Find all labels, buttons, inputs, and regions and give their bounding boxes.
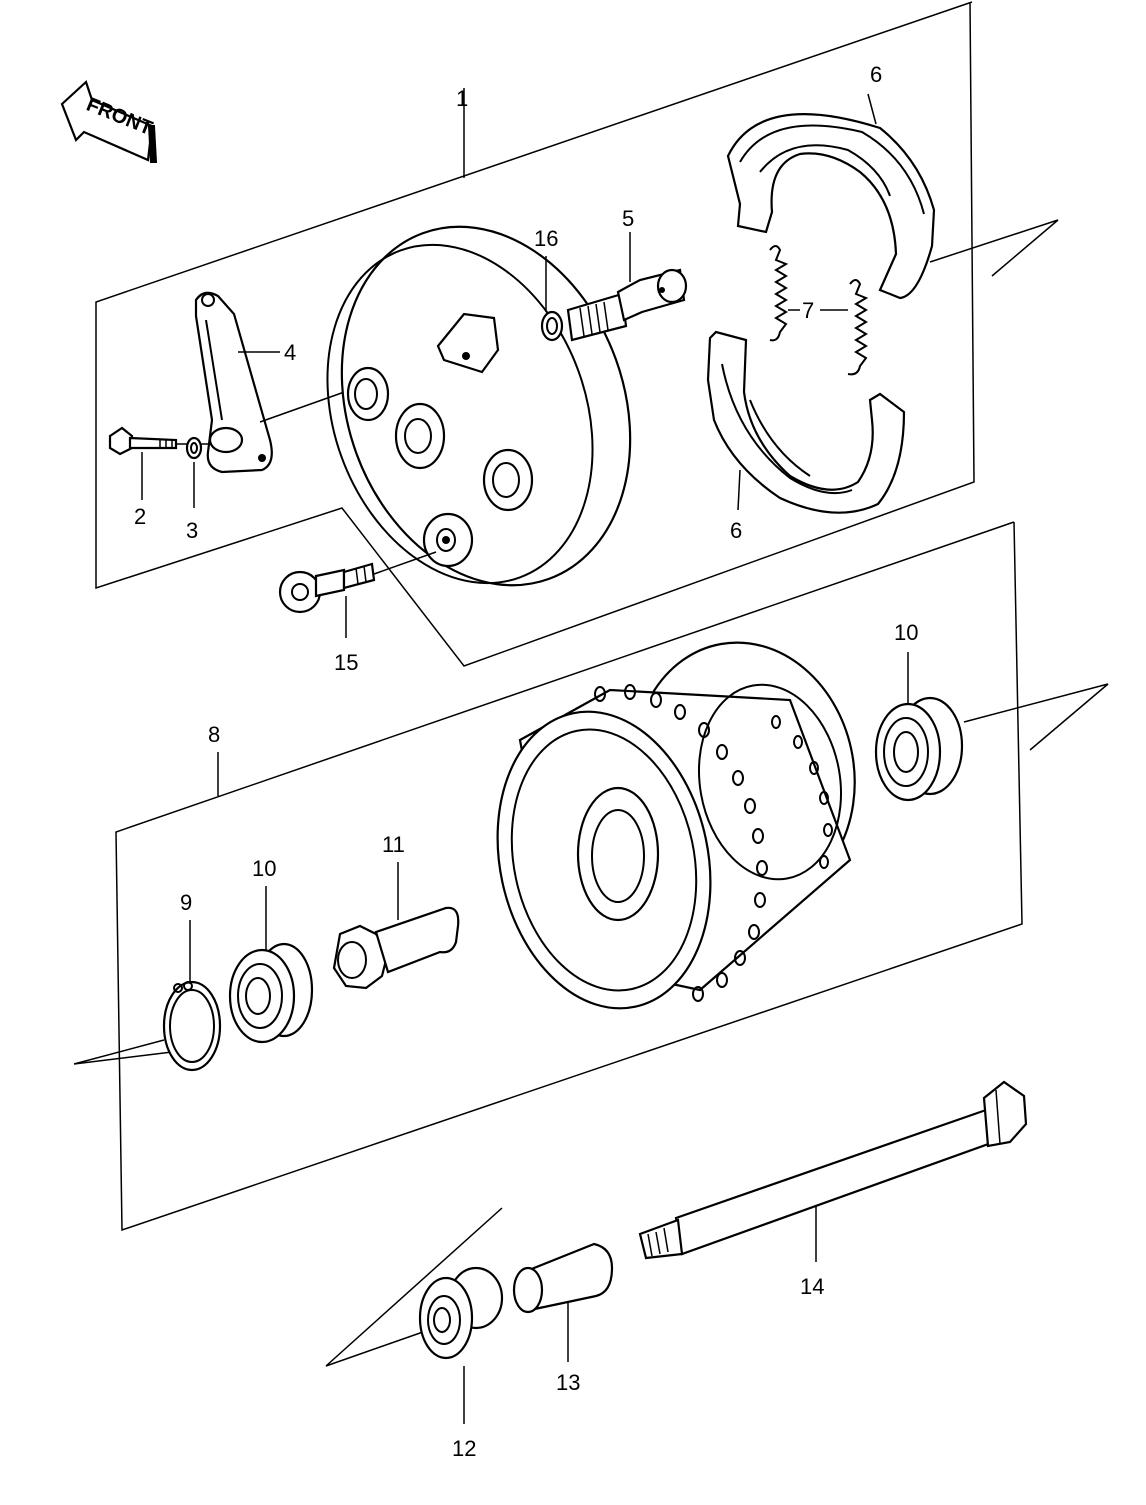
callout-11: 11 xyxy=(382,832,405,857)
axle-spacer-leader xyxy=(325,1207,503,1367)
wheel-axle xyxy=(638,1080,1028,1262)
callout-9: 9 xyxy=(180,890,192,915)
shoe-springs xyxy=(769,245,869,376)
callout-5: 5 xyxy=(622,206,634,231)
circlip xyxy=(162,920,222,1072)
bearing-right xyxy=(874,652,964,802)
front-arrow: FRONT xyxy=(60,80,158,163)
lever-washer xyxy=(185,436,203,508)
callout-labels: 1 2 3 4 5 6 6 7 8 9 10 10 11 12 13 14 15… xyxy=(134,62,918,1461)
cam-o-ring xyxy=(540,256,564,342)
panel-bolt xyxy=(278,551,437,638)
brake-cam xyxy=(566,232,688,342)
callout-12: 12 xyxy=(452,1436,476,1461)
callout-7: 7 xyxy=(802,298,814,323)
callout-16: 16 xyxy=(534,226,558,251)
callout-14: 14 xyxy=(800,1274,824,1299)
callout-8: 8 xyxy=(208,722,220,747)
callout-1: 1 xyxy=(456,86,468,111)
callout-6-lower: 6 xyxy=(730,518,742,543)
assembly-8-outline xyxy=(73,521,1109,1232)
callout-10-right: 10 xyxy=(894,620,918,645)
callout-4: 4 xyxy=(284,340,296,365)
callout-10-left: 10 xyxy=(252,856,276,881)
callout-2: 2 xyxy=(134,504,146,529)
distance-collar xyxy=(332,862,460,990)
callout-6-upper: 6 xyxy=(870,62,882,87)
axle-spacer xyxy=(512,1242,614,1362)
bearing-left xyxy=(228,886,314,1044)
callout-15: 15 xyxy=(334,650,358,675)
brake-shoe-lower xyxy=(706,330,906,514)
axle-collar xyxy=(418,1266,504,1424)
lever-bolt xyxy=(108,426,212,500)
hub-spoke-holes xyxy=(594,684,833,1002)
assembly-1-outline xyxy=(95,1,1059,667)
brake-cam-lever xyxy=(194,291,351,474)
brake-shoe-upper xyxy=(726,93,936,300)
wheel-hub xyxy=(496,641,856,1010)
callout-3: 3 xyxy=(186,518,198,543)
callout-13: 13 xyxy=(556,1370,580,1395)
brake-panel xyxy=(326,225,632,587)
